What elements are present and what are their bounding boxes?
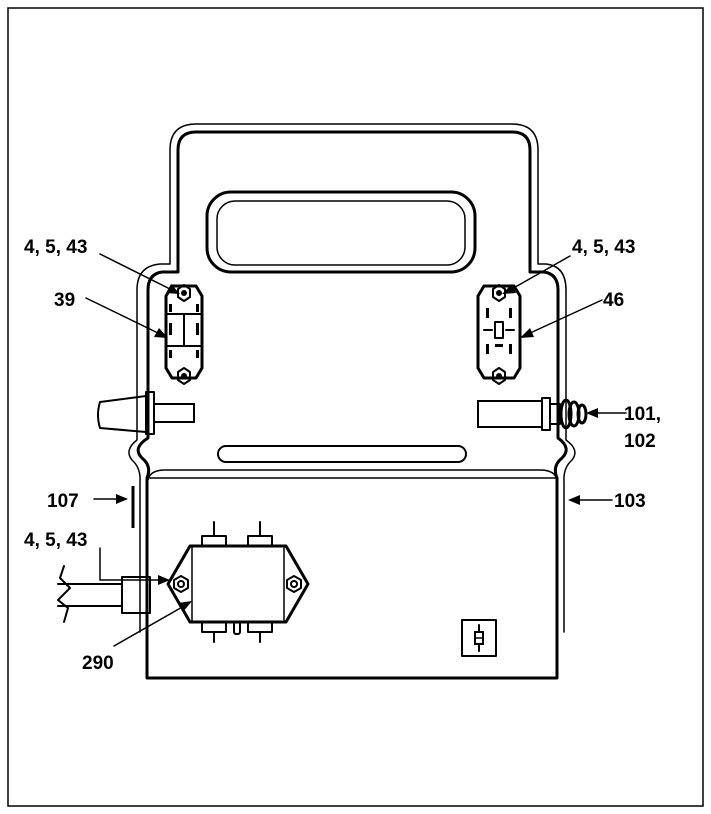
- panel-slot: [217, 445, 467, 463]
- callout-101-line1: 101,: [624, 404, 661, 425]
- callout-103: 103: [614, 491, 646, 512]
- switch: [461, 619, 497, 657]
- callout-101-line2: 102: [624, 431, 656, 452]
- receptacle-39: [164, 284, 204, 385]
- left-fitting: [97, 391, 195, 435]
- leader-lines: [85, 253, 627, 647]
- handle-opening: [205, 190, 477, 274]
- callout-filter-nut: 4, 5, 43: [24, 530, 87, 551]
- figure-frame: [7, 7, 704, 807]
- callout-right-nut: 4, 5, 43: [572, 237, 635, 258]
- callout-46: 46: [603, 290, 624, 311]
- callout-290: 290: [82, 653, 114, 674]
- receptacle-46: [476, 284, 522, 385]
- callout-left-nut: 4, 5, 43: [24, 237, 87, 258]
- right-fitting: [477, 397, 588, 431]
- callout-39: 39: [54, 290, 75, 311]
- panel-outline: [128, 123, 576, 680]
- callout-107: 107: [47, 491, 79, 512]
- line-filter-290: [166, 521, 310, 643]
- power-cord: [57, 565, 151, 623]
